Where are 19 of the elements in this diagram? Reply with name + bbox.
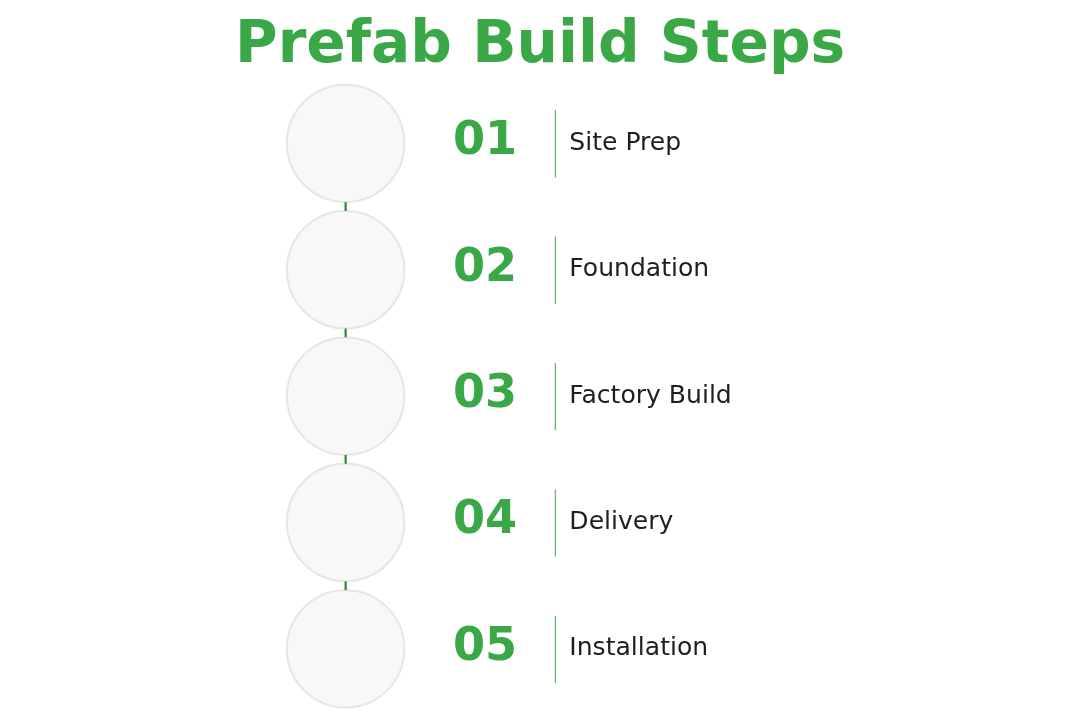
node-label: 04 [452,490,517,545]
node-label: Installation [568,632,708,662]
node-label: 03 [452,363,517,418]
node-circle [285,589,405,709]
connector [344,581,347,591]
node-label: Delivery [568,506,673,536]
node-circle [285,336,405,456]
node-label: 02 [452,237,517,292]
node-label: Site Prep [568,126,681,156]
node-circle [285,83,405,203]
node-label: 05 [452,616,517,671]
node-circle [285,462,405,583]
diagram-title: Prefab Build Steps [234,7,845,76]
node-circle [285,210,405,330]
node-label: 01 [452,111,517,166]
connector [344,202,347,211]
node-label: Foundation [568,253,709,283]
node-label: Factory Build [568,379,732,409]
connector [344,454,347,464]
